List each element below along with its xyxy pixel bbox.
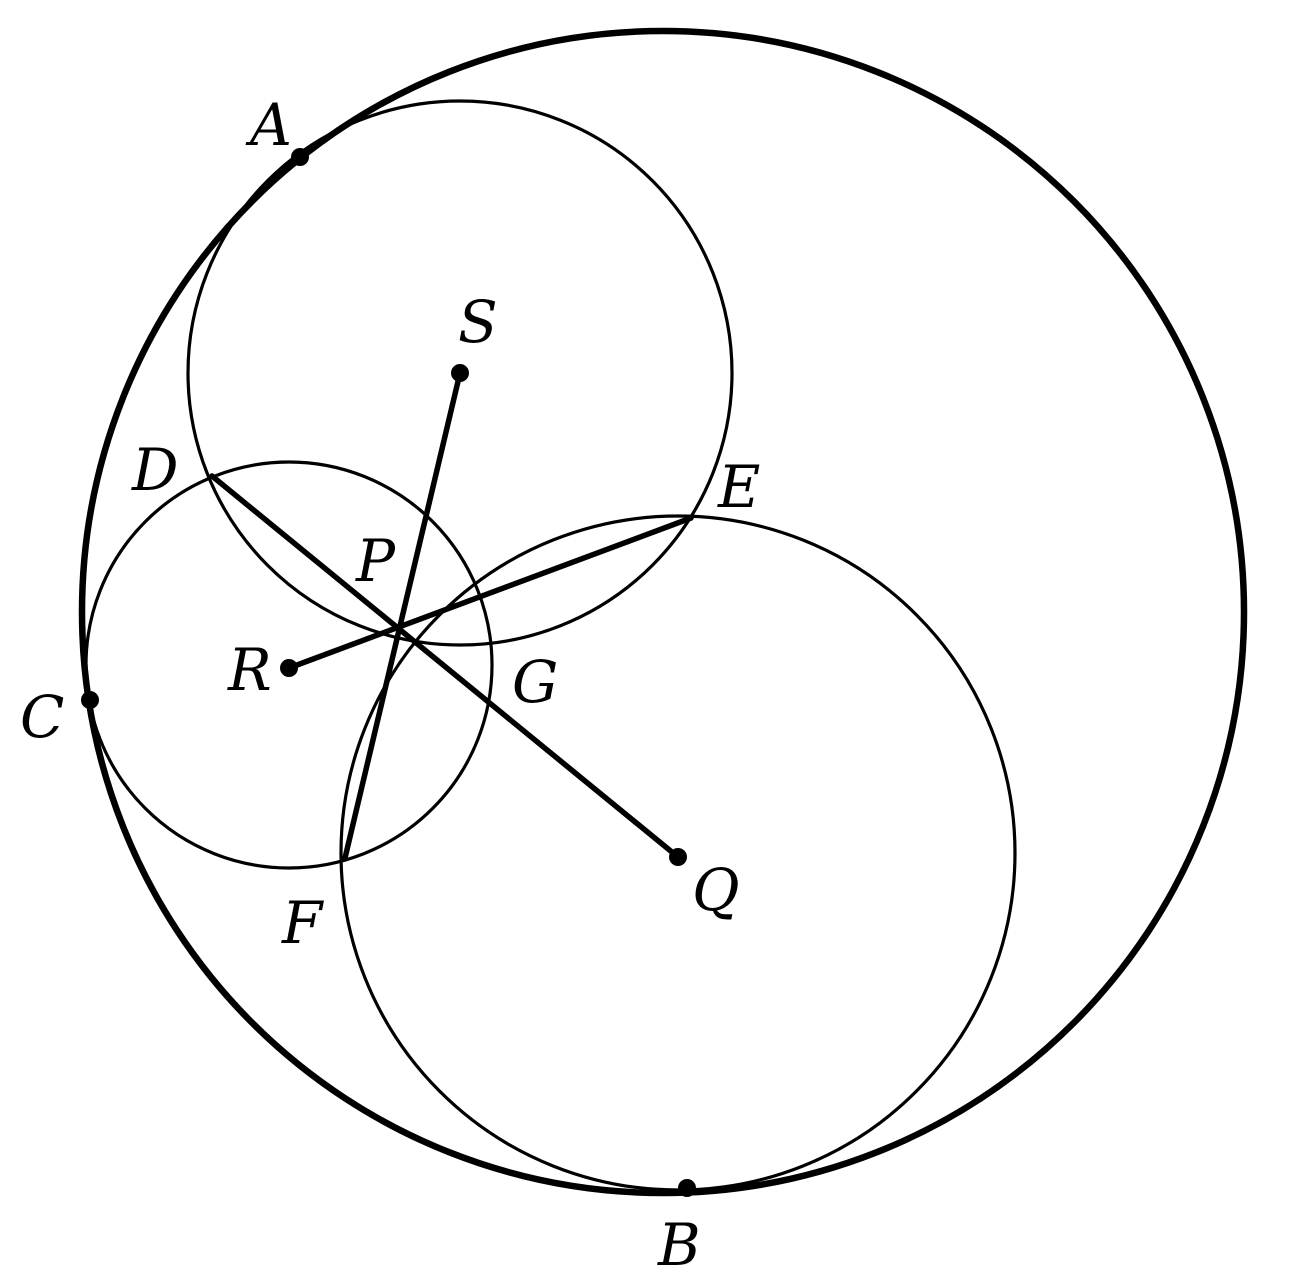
label-c: C	[20, 683, 64, 751]
point-a	[291, 148, 309, 166]
label-g: G	[512, 648, 558, 716]
outer-circle	[78, 27, 1248, 1197]
segment-r-e	[286, 515, 694, 671]
point-s	[451, 364, 469, 382]
label-p: P	[355, 527, 396, 595]
point-c	[81, 691, 99, 709]
segment-d-q	[209, 473, 681, 860]
circle-s	[186, 99, 734, 647]
label-s: S	[458, 288, 498, 356]
label-e: E	[717, 453, 760, 521]
label-r: R	[227, 636, 272, 704]
circle-r	[84, 460, 494, 870]
point-b	[678, 1179, 696, 1197]
label-q: Q	[692, 856, 740, 924]
label-a: A	[245, 91, 292, 159]
point-r	[280, 659, 298, 677]
point-q	[669, 848, 687, 866]
label-d: D	[131, 436, 179, 504]
label-f: F	[281, 889, 324, 957]
segment-s-f	[342, 370, 463, 861]
circle-q	[339, 514, 1017, 1192]
label-b: B	[657, 1211, 701, 1275]
